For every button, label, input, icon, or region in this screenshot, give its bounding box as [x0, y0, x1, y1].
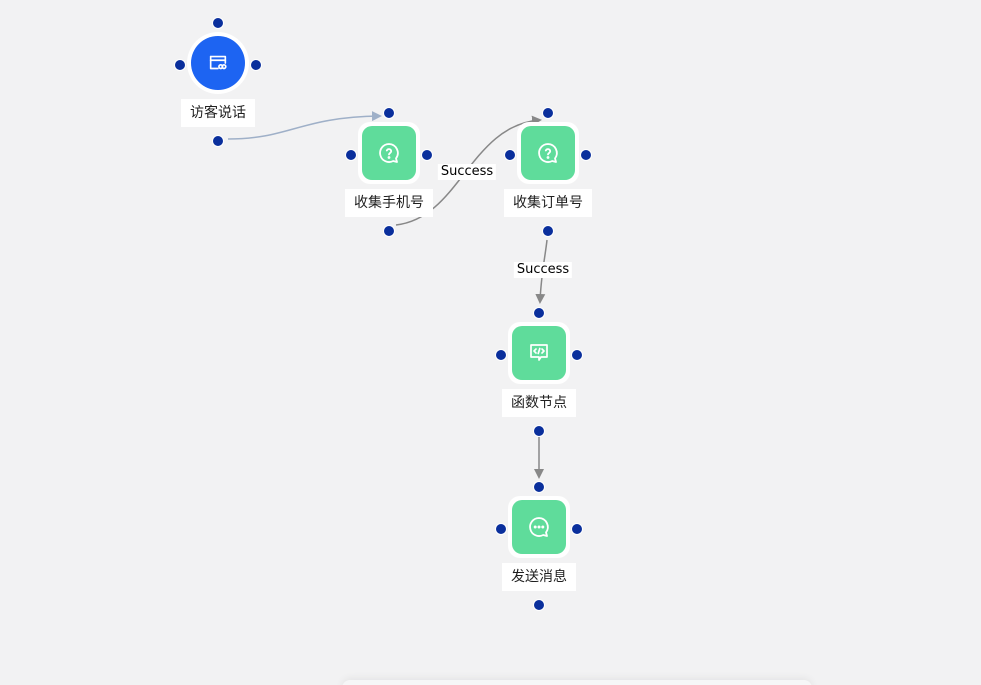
- question-bubble-icon: [536, 141, 560, 165]
- port-phone-left[interactable]: [345, 149, 357, 161]
- port-visitor-bottom[interactable]: [212, 135, 224, 147]
- node-send-label: 发送消息: [502, 563, 576, 591]
- port-func-top[interactable]: [533, 307, 545, 319]
- bottom-panel: [342, 680, 812, 685]
- node-order-label: 收集订单号: [504, 189, 592, 217]
- port-send-left[interactable]: [495, 523, 507, 535]
- port-order-left[interactable]: [504, 149, 516, 161]
- code-bubble-icon: [527, 341, 551, 365]
- node-visitor-label: 访客说话: [181, 99, 255, 127]
- chat-bubble-icon: [527, 515, 551, 539]
- node-func-label: 函数节点: [502, 389, 576, 417]
- port-phone-right[interactable]: [421, 149, 433, 161]
- question-bubble-icon: [377, 141, 401, 165]
- node-phone-label: 收集手机号: [345, 189, 433, 217]
- node-func[interactable]: [512, 326, 566, 380]
- edge-visitor-to-phone[interactable]: [227, 111, 382, 140]
- node-order[interactable]: [521, 126, 575, 180]
- node-visitor[interactable]: [191, 36, 245, 90]
- port-send-right[interactable]: [571, 523, 583, 535]
- port-visitor-left[interactable]: [174, 59, 186, 71]
- port-func-right[interactable]: [571, 349, 583, 361]
- form-link-icon: [207, 52, 229, 74]
- node-phone[interactable]: [362, 126, 416, 180]
- port-func-bottom[interactable]: [533, 425, 545, 437]
- port-order-right[interactable]: [580, 149, 592, 161]
- port-visitor-top[interactable]: [212, 17, 224, 29]
- port-visitor-right[interactable]: [250, 59, 262, 71]
- port-func-left[interactable]: [495, 349, 507, 361]
- edge-label-phone-order[interactable]: Success: [437, 164, 497, 180]
- port-phone-bottom[interactable]: [383, 225, 395, 237]
- port-phone-top[interactable]: [383, 107, 395, 119]
- edge-label-order-func[interactable]: Success: [513, 262, 573, 278]
- node-send[interactable]: [512, 500, 566, 554]
- port-order-top[interactable]: [542, 107, 554, 119]
- port-order-bottom[interactable]: [542, 225, 554, 237]
- port-send-top[interactable]: [533, 481, 545, 493]
- port-send-bottom[interactable]: [533, 599, 545, 611]
